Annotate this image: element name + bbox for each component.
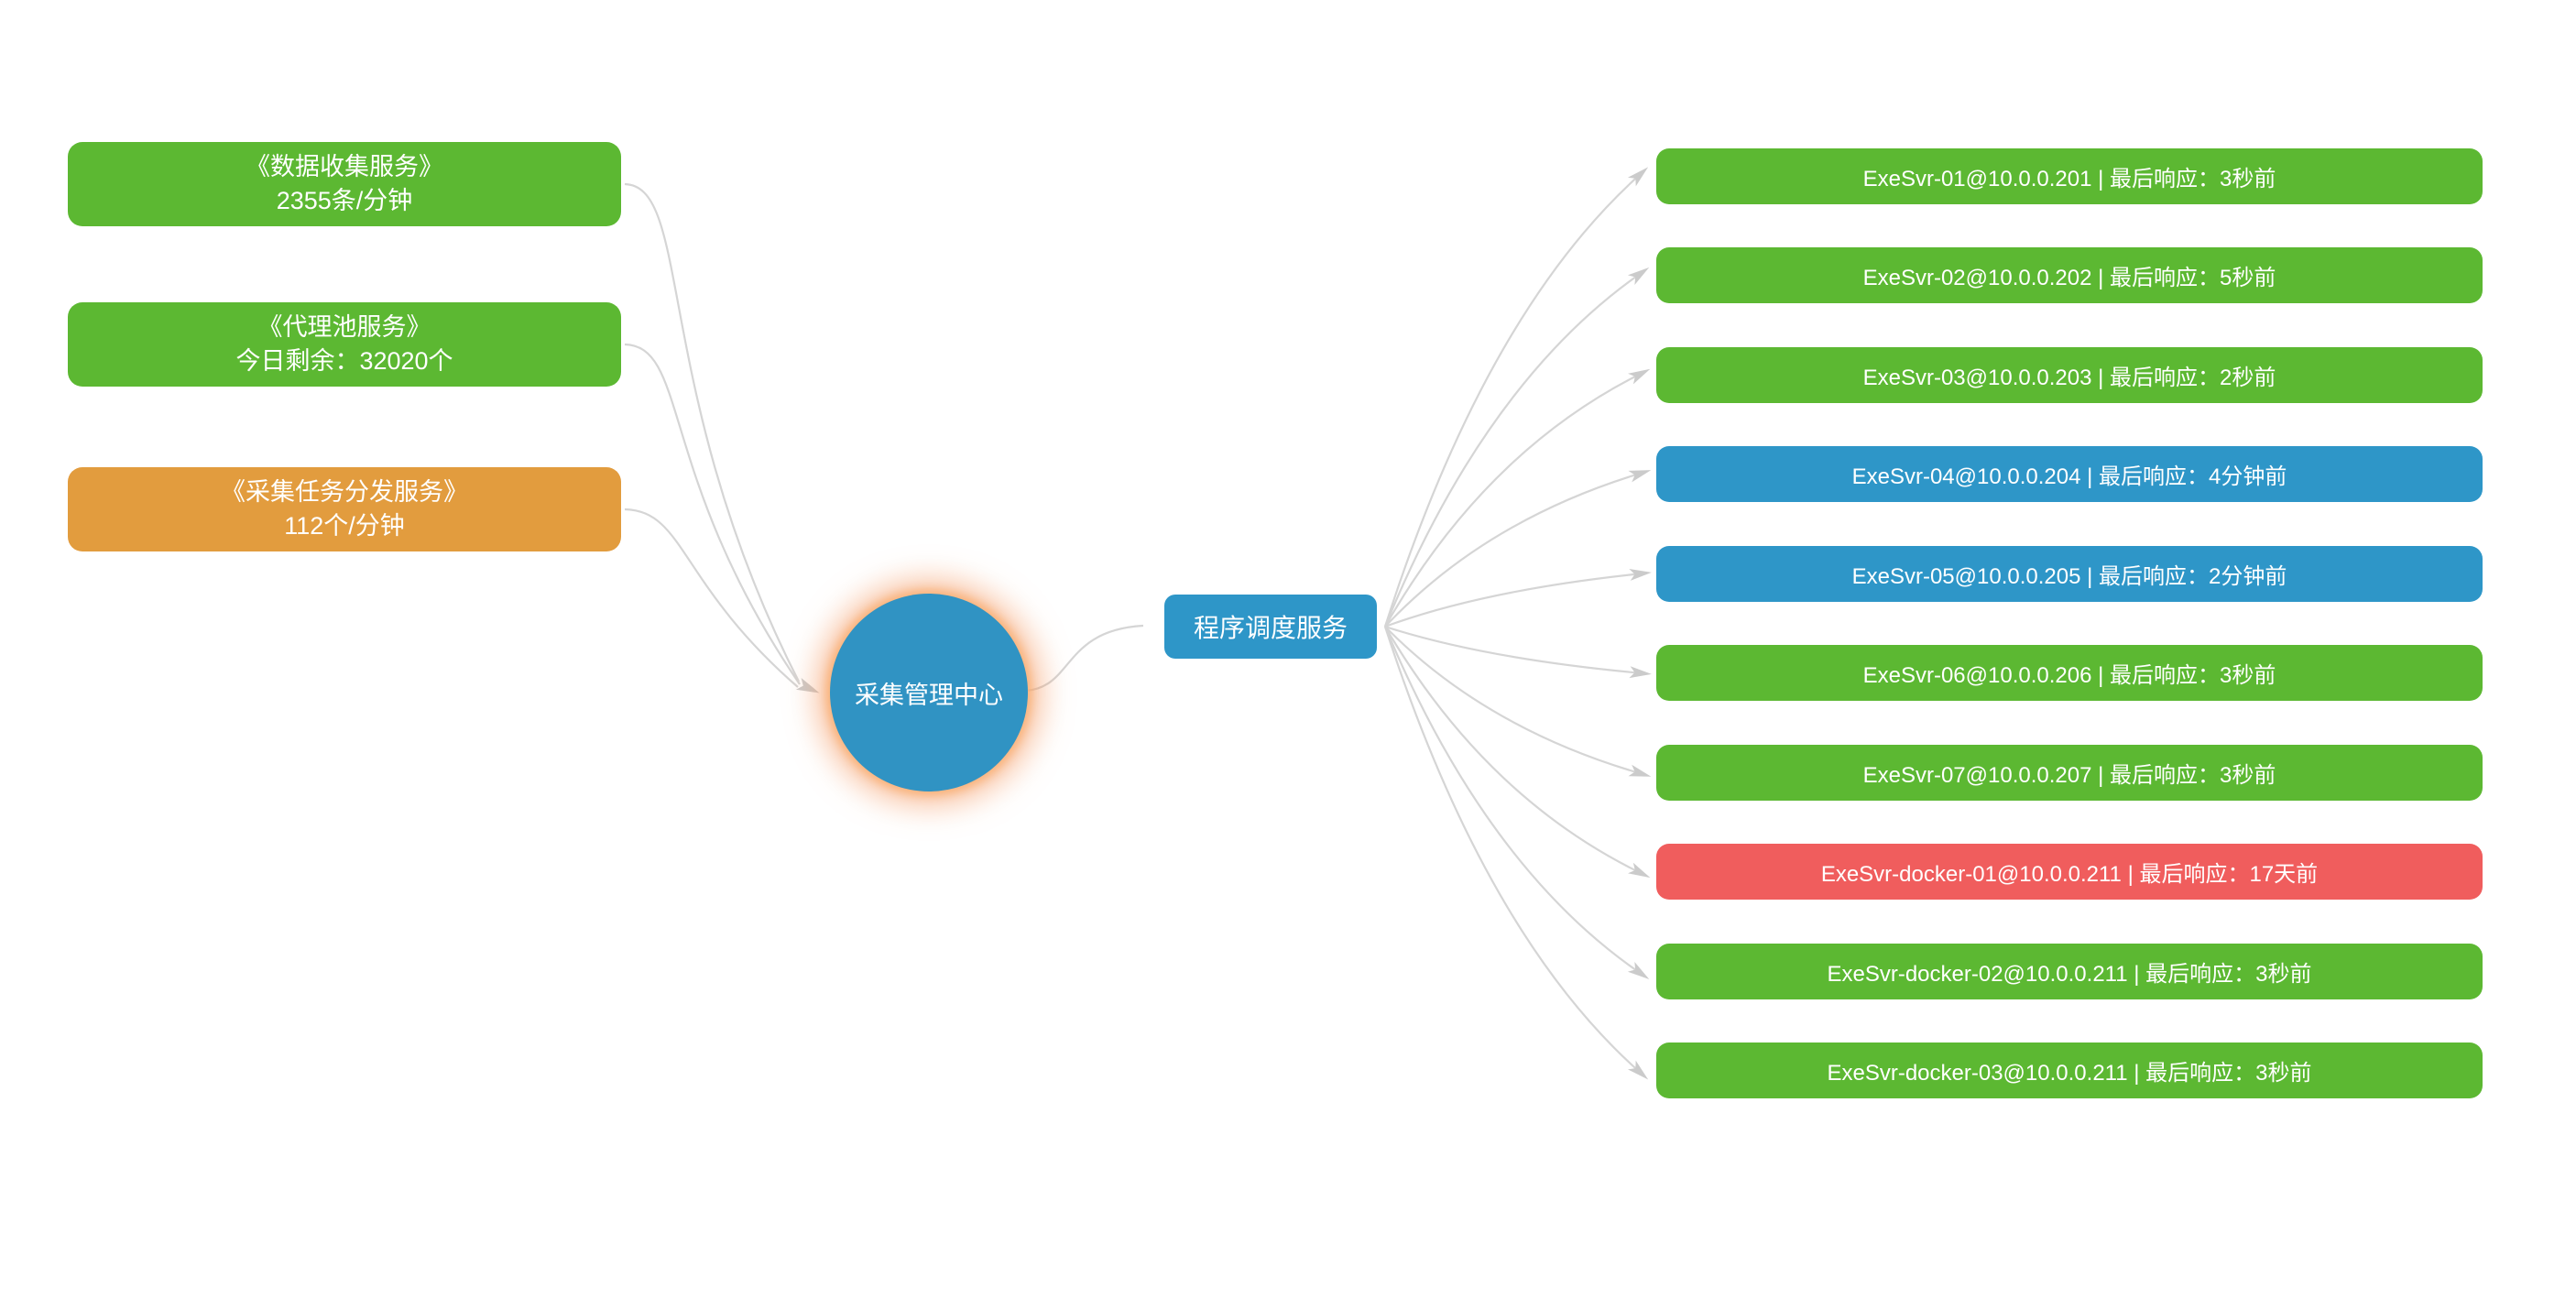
edge-left-service-3: [624, 508, 799, 688]
server-label: ExeSvr-06@10.0.0.206 | 最后响应：3秒前: [1862, 663, 2276, 688]
service-title: 《数据收集服务》: [246, 153, 443, 180]
server-node[interactable]: ExeSvr-07@10.0.0.207 | 最后响应：3秒前: [1656, 745, 2483, 801]
node-collection-center[interactable]: 采集管理中心: [830, 594, 1028, 791]
server-label: ExeSvr-01@10.0.0.201 | 最后响应：3秒前: [1862, 167, 2276, 191]
server-node[interactable]: ExeSvr-06@10.0.0.206 | 最后响应：3秒前: [1656, 645, 2483, 701]
server-label: ExeSvr-03@10.0.0.203 | 最后响应：2秒前: [1862, 366, 2276, 390]
arrowhead-to-center: [795, 677, 820, 693]
arrowhead-to-server: [1628, 368, 1651, 385]
edge-scheduler-to-server: [1383, 274, 1639, 628]
server-node[interactable]: ExeSvr-docker-03@10.0.0.211 | 最后响应：3秒前: [1656, 1043, 2483, 1098]
edge-scheduler-to-server: [1384, 625, 1639, 674]
arrowhead-to-server: [1629, 568, 1652, 581]
edge-scheduler-to-server: [1383, 626, 1639, 973]
edge-left-service-2: [624, 343, 801, 685]
edge-scheduler-to-server: [1383, 626, 1639, 1072]
server-node[interactable]: ExeSvr-01@10.0.0.201 | 最后响应：3秒前: [1656, 148, 2483, 204]
left-service-node[interactable]: 《采集任务分发服务》 112个/分钟: [68, 467, 621, 551]
server-node[interactable]: ExeSvr-docker-01@10.0.0.211 | 最后响应：17天前: [1656, 844, 2483, 900]
service-metric: 今日剩余：32020个: [235, 347, 453, 375]
arrowhead-to-server: [1628, 862, 1651, 879]
node-scheduler[interactable]: 程序调度服务: [1164, 595, 1377, 659]
arrowhead-to-server: [1628, 470, 1652, 483]
server-node[interactable]: ExeSvr-docker-02@10.0.0.211 | 最后响应：3秒前: [1656, 944, 2483, 999]
service-metric: 2355条/分钟: [276, 187, 413, 214]
arrowhead-to-server: [1627, 267, 1650, 286]
edge-scheduler-to-server: [1384, 626, 1639, 873]
server-label: ExeSvr-docker-01@10.0.0.211 | 最后响应：17天前: [1820, 862, 2319, 887]
server-node[interactable]: ExeSvr-02@10.0.0.202 | 最后响应：5秒前: [1656, 247, 2483, 303]
server-label: ExeSvr-05@10.0.0.205 | 最后响应：2分钟前: [1851, 564, 2287, 589]
server-node[interactable]: ExeSvr-03@10.0.0.203 | 最后响应：2秒前: [1656, 347, 2483, 403]
server-label: ExeSvr-docker-02@10.0.0.211 | 最后响应：3秒前: [1827, 962, 2312, 987]
edge-scheduler-to-server: [1384, 374, 1639, 628]
server-label: ExeSvr-04@10.0.0.204 | 最后响应：4分钟前: [1851, 464, 2287, 489]
service-metric: 112个/分钟: [284, 512, 405, 540]
edge-left-service-1: [624, 182, 800, 682]
edge-center-to-scheduler: [1025, 624, 1144, 693]
node-label: 采集管理中心: [855, 681, 1003, 709]
left-service-node[interactable]: 《代理池服务》今日剩余：32020个: [68, 302, 621, 387]
arrowhead-to-server: [1628, 764, 1652, 777]
edge-scheduler-to-server: [1384, 473, 1639, 628]
node-label: 程序调度服务: [1193, 614, 1348, 642]
edge-scheduler-to-server: [1384, 573, 1639, 628]
edge-scheduler-to-server: [1384, 626, 1639, 774]
server-node[interactable]: ExeSvr-05@10.0.0.205 | 最后响应：2分钟前: [1656, 546, 2483, 602]
left-service-node[interactable]: 《数据收集服务》 2355条/分钟: [68, 142, 621, 226]
server-label: ExeSvr-docker-03@10.0.0.211 | 最后响应：3秒前: [1827, 1061, 2312, 1086]
server-label: ExeSvr-07@10.0.0.207 | 最后响应：3秒前: [1862, 763, 2276, 788]
service-title: 《采集任务分发服务》: [221, 478, 468, 506]
server-node[interactable]: ExeSvr-04@10.0.0.204 | 最后响应：4分钟前: [1656, 446, 2483, 502]
arrowhead-to-server: [1627, 167, 1649, 187]
edge-scheduler-to-server: [1383, 175, 1639, 628]
service-title: 《代理池服务》: [257, 313, 431, 341]
arrowhead-to-server: [1629, 666, 1652, 679]
arrowhead-to-server: [1627, 962, 1650, 980]
server-label: ExeSvr-02@10.0.0.202 | 最后响应：5秒前: [1862, 266, 2276, 290]
arrowhead-to-server: [1627, 1060, 1649, 1080]
